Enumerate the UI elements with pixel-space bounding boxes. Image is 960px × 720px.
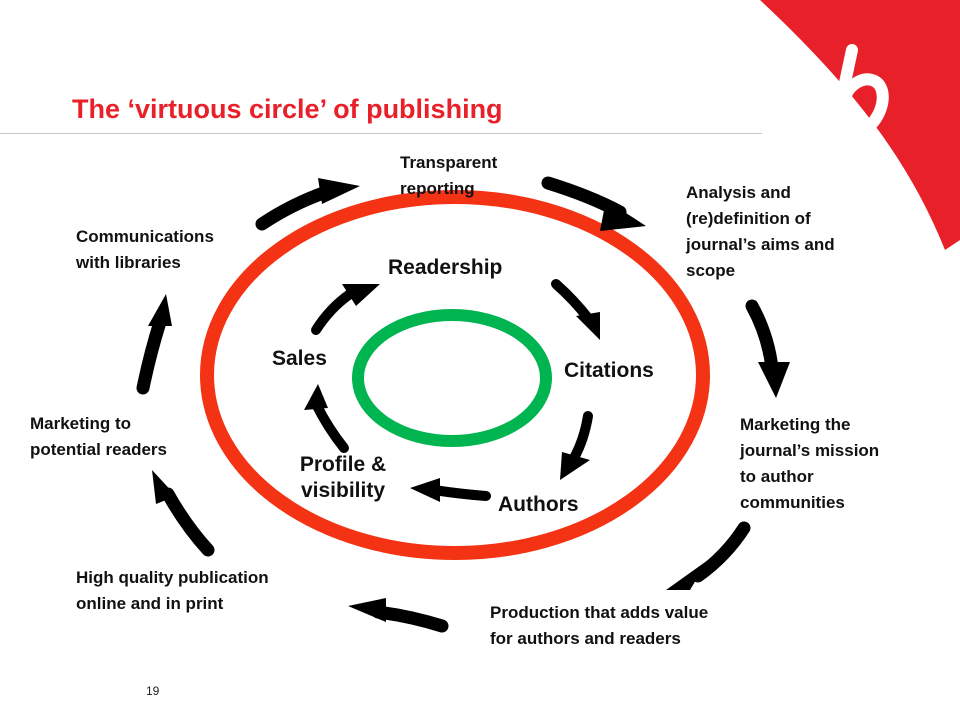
arrow-icon: [136, 315, 167, 395]
outer-label-marketing-readers: Marketing to potential readers: [30, 411, 167, 463]
inner-label-profile: Profile & visibility: [278, 452, 408, 504]
arrow-icon: [569, 411, 593, 463]
arrow-icon: [560, 452, 590, 480]
inner-label-sales: Sales: [272, 346, 327, 372]
label-line: Analysis and: [686, 183, 791, 202]
label-line: Transparent: [400, 153, 498, 172]
label-line: Marketing the: [740, 415, 851, 434]
label-line: reporting: [400, 179, 475, 198]
outer-label-analysis: Analysis and (re)definition of journal’s…: [686, 180, 835, 284]
label-line: Citations: [564, 359, 654, 382]
arrow-icon: [691, 521, 751, 583]
arrow-icon: [255, 185, 333, 231]
label-line: Profile &: [299, 453, 387, 476]
inner-arrows: [304, 279, 600, 502]
label-line: for authors and readers: [490, 629, 681, 648]
arrow-icon: [304, 384, 328, 410]
outer-ring: [200, 190, 710, 560]
label-line: to author: [740, 467, 814, 486]
label-line: with libraries: [76, 253, 181, 272]
arrow-icon: [429, 485, 491, 501]
arrow-icon: [161, 487, 215, 557]
label-line: Readership: [388, 256, 503, 279]
inner-label-citations: Citations: [564, 358, 654, 384]
label-line: communities: [740, 493, 845, 512]
arrow-icon: [666, 560, 708, 590]
label-line: Authors: [498, 493, 579, 516]
arrow-icon: [410, 478, 440, 502]
arrow-icon: [576, 312, 600, 340]
arrow-icon: [342, 284, 380, 306]
label-line: potential readers: [30, 440, 167, 459]
inner-ring: [352, 309, 552, 447]
arrow-icon: [148, 294, 172, 326]
label-line: online and in print: [76, 594, 224, 613]
label-line: scope: [686, 261, 736, 280]
arrow-icon: [745, 299, 779, 375]
arrow-icon: [318, 178, 360, 204]
outer-arrows: [136, 176, 790, 633]
inner-label-readership: Readership: [388, 255, 502, 281]
title-divider: [0, 133, 762, 134]
inner-label-authors: Authors: [498, 492, 579, 518]
label-line: visibility: [300, 479, 386, 502]
arrow-icon: [348, 598, 386, 622]
page-title: The ‘virtuous circle’ of publishing: [72, 94, 503, 124]
arrow-icon: [311, 289, 355, 335]
arrow-icon: [551, 279, 593, 323]
arrow-icon: [311, 399, 349, 453]
arrow-icon: [758, 362, 790, 398]
outer-label-marketing-mission: Marketing the journal’s mission to autho…: [740, 412, 879, 516]
label-line: journal’s aims and: [686, 235, 835, 254]
label-line: High quality publication: [76, 568, 269, 587]
label-line: Communications: [76, 227, 214, 246]
arrow-icon: [152, 470, 176, 504]
outer-label-production: Production that adds value for authors a…: [490, 600, 708, 652]
arrow-icon: [600, 200, 646, 231]
label-line: Marketing to: [30, 414, 132, 433]
outer-label-communications: Communications with libraries: [76, 224, 214, 276]
arrow-icon: [371, 605, 449, 633]
page-number: 19: [146, 684, 160, 698]
outer-label-transparent-reporting: Transparent reporting: [400, 150, 497, 202]
label-line: (re)definition of: [686, 209, 811, 228]
label-line: Production that adds value: [490, 603, 709, 622]
label-line: journal’s mission: [740, 441, 880, 460]
outer-label-high-quality: High quality publication online and in p…: [76, 565, 269, 617]
publisher-logo-icon: [760, 0, 960, 250]
label-line: Sales: [272, 347, 327, 370]
